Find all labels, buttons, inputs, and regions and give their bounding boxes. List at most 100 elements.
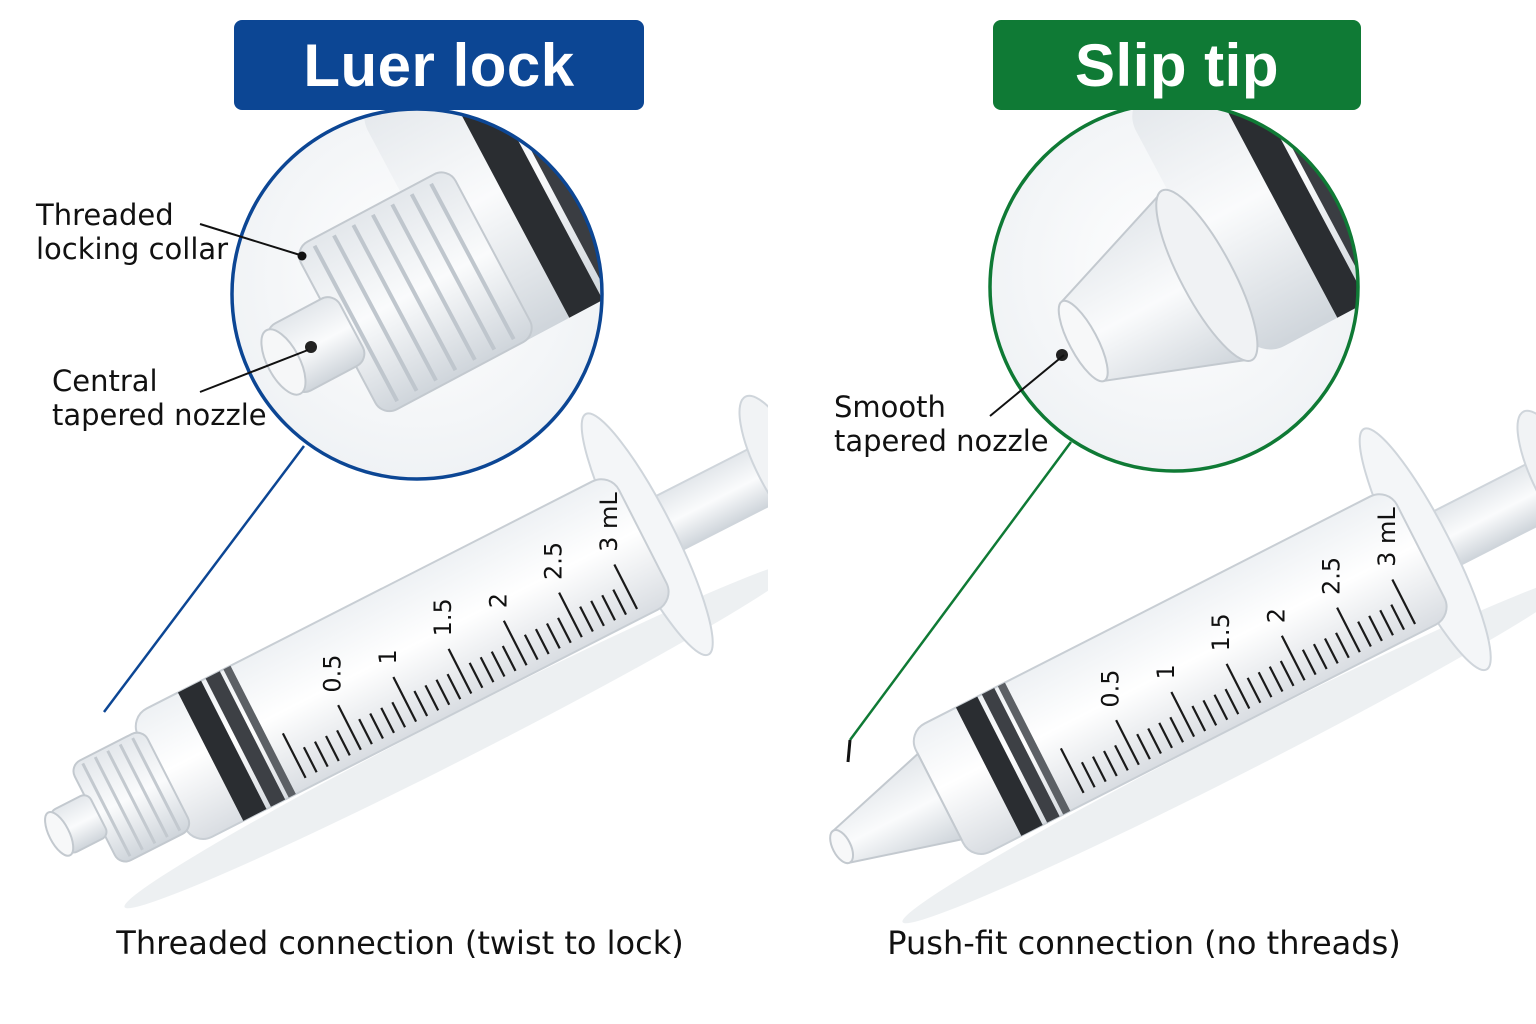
callout-line: tapered nozzle <box>834 424 1049 458</box>
slip-tip-caption: Push-fit connection (no threads) <box>887 924 1401 962</box>
scale-label: 2 <box>484 593 512 608</box>
minor-tick <box>1312 643 1328 670</box>
major-tick <box>502 620 528 666</box>
slip-tip-title: Slip tip <box>993 20 1361 110</box>
minor-tick <box>1136 733 1151 760</box>
minor-tick <box>380 707 395 734</box>
minor-tick <box>1279 660 1295 687</box>
scale-label: 2.5 <box>1318 557 1346 595</box>
minor-tick <box>1191 705 1207 732</box>
scale-ticks <box>1059 578 1417 794</box>
luer-lock-caption: Threaded connection (twist to lock) <box>116 924 684 962</box>
major-tick <box>447 648 473 694</box>
minor-tick <box>369 713 384 739</box>
minor-tick <box>1357 621 1372 648</box>
callout-line: Smooth <box>834 390 946 424</box>
scale-label: 2.5 <box>540 542 568 580</box>
scale-ticks <box>281 563 639 779</box>
minor-tick <box>612 589 627 616</box>
callout-line: Central <box>52 364 158 398</box>
smooth-nozzle-callout: Smooth tapered nozzle <box>834 390 1049 458</box>
minor-tick <box>325 735 340 762</box>
minor-tick <box>557 617 572 644</box>
minor-tick <box>313 741 329 768</box>
scale-labels: 0.5 1 1.5 2 2.5 3 mL <box>319 492 623 693</box>
minor-tick <box>1147 728 1162 754</box>
minor-tick <box>579 606 594 633</box>
minor-tick <box>1390 604 1405 631</box>
minor-tick <box>1158 722 1173 749</box>
minor-tick <box>435 679 451 706</box>
minor-tick <box>302 746 318 773</box>
minor-tick <box>1301 649 1317 676</box>
nozzle-leader-line <box>199 349 309 393</box>
minor-tick <box>413 690 429 717</box>
slip-tip-syringe: 0.5 1 1.5 2 2.5 3 mL <box>829 409 1536 924</box>
luer-lock-panel: 0.5 1 1.5 2 2.5 3 mL Luer lock Threaded … <box>36 20 768 962</box>
slip-tip-illustration: 0.5 1 1.5 2 2.5 3 mL <box>829 101 1536 924</box>
scale-label: 2 <box>1262 608 1290 623</box>
zoom-connector-line <box>103 445 305 713</box>
major-tick <box>1336 607 1361 653</box>
slip-tip-panel: 0.5 1 1.5 2 2.5 3 mL Slip tip Smooth tap… <box>768 0 1536 1024</box>
scale-label: 1.5 <box>1207 613 1235 651</box>
scale-label: 3 mL <box>595 492 623 552</box>
callout-line: Threaded <box>36 198 174 232</box>
minor-tick <box>1080 761 1096 788</box>
central-nozzle-callout: Central tapered nozzle <box>52 364 267 432</box>
major-tick <box>1280 635 1306 681</box>
minor-tick <box>501 645 517 672</box>
minor-tick <box>490 651 506 678</box>
major-tick <box>1391 578 1417 625</box>
minor-tick <box>601 594 616 621</box>
collar-leader-dot <box>297 251 307 261</box>
minor-tick <box>1169 716 1185 743</box>
scale-labels: 0.5 1 1.5 2 2.5 3 mL <box>1097 507 1401 708</box>
minor-tick <box>546 622 561 649</box>
major-tick <box>281 732 307 779</box>
title-text: Slip tip <box>1075 31 1279 99</box>
zoom-connector-line <box>848 441 1073 741</box>
callout-line: locking collar <box>36 232 229 266</box>
major-tick <box>1059 747 1085 794</box>
minor-tick <box>1324 637 1339 664</box>
minor-tick <box>1224 688 1240 715</box>
minor-tick <box>590 600 605 627</box>
minor-tick <box>1268 666 1284 693</box>
minor-tick <box>523 634 539 661</box>
nozzle-leader-line <box>989 354 1065 417</box>
minor-tick <box>479 656 495 683</box>
minor-tick <box>336 729 351 756</box>
collar-leader-line <box>199 223 301 256</box>
scale-label: 1 <box>374 649 402 664</box>
minor-tick <box>1257 671 1273 698</box>
scale-label: 3 mL <box>1373 507 1401 567</box>
scale-label: 1 <box>1152 664 1180 679</box>
minor-tick <box>534 628 550 655</box>
connector-tip <box>846 739 852 763</box>
minor-tick <box>1246 677 1262 704</box>
luer-lock-syringe: 0.5 1 1.5 2 2.5 3 mL <box>44 394 768 909</box>
scale-label: 0.5 <box>319 654 347 692</box>
callout-line: tapered nozzle <box>52 398 267 432</box>
major-tick <box>1170 691 1196 738</box>
minor-tick <box>1379 609 1394 636</box>
minor-tick <box>391 701 407 728</box>
luer-lock-illustration: 0.5 1 1.5 2 2.5 3 mL <box>44 107 768 909</box>
major-tick <box>1225 663 1251 709</box>
minor-tick <box>468 662 484 689</box>
major-tick <box>558 592 583 638</box>
title-text: Luer lock <box>303 31 575 99</box>
minor-tick <box>446 673 462 700</box>
minor-tick <box>1335 632 1350 659</box>
major-tick <box>337 704 362 751</box>
minor-tick <box>1091 756 1107 783</box>
major-tick <box>613 563 639 610</box>
scale-label: 1.5 <box>429 598 457 636</box>
minor-tick <box>1213 694 1229 721</box>
luer-lock-title: Luer lock <box>234 20 644 110</box>
major-tick <box>1115 719 1140 766</box>
minor-tick <box>424 684 440 711</box>
minor-tick <box>1368 615 1383 642</box>
threaded-collar-callout: Threaded locking collar <box>36 198 228 266</box>
